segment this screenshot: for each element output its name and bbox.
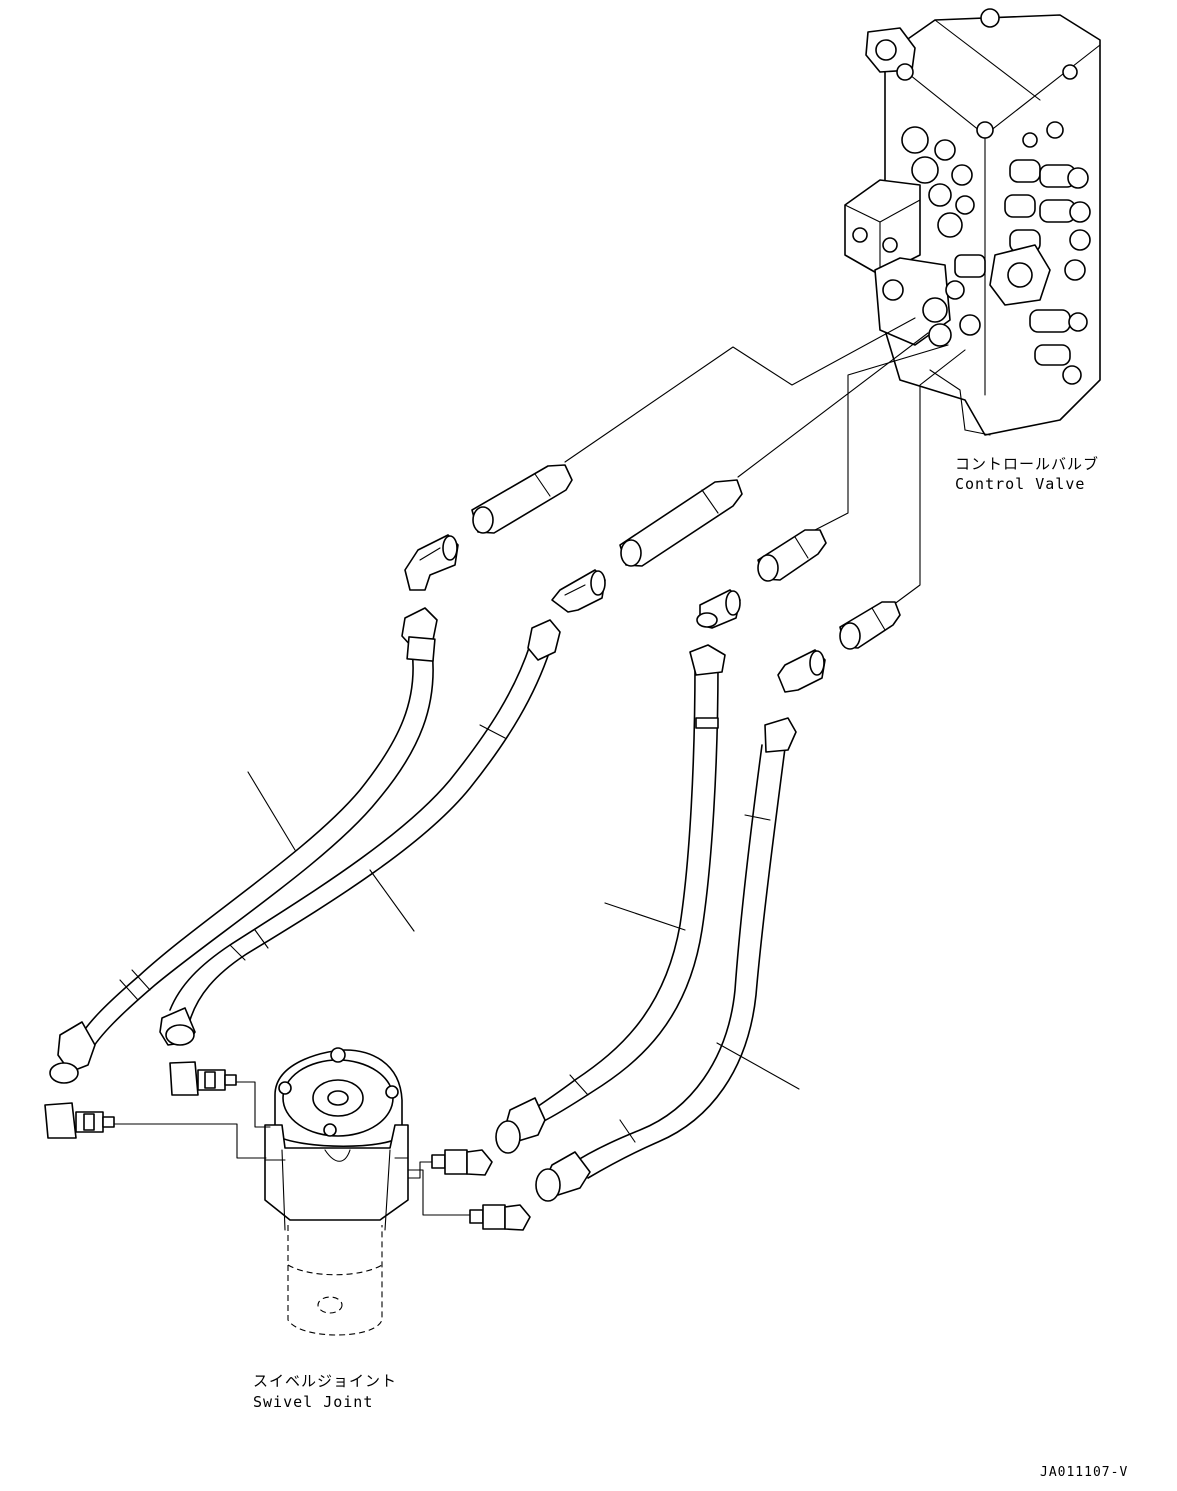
swivel-joint-label-en: Swivel Joint	[253, 1393, 374, 1411]
valve-leader-lines	[564, 317, 966, 606]
swivel-leader-lines	[113, 1081, 471, 1216]
drawing-number: JA011107-V	[1040, 1465, 1129, 1480]
elbow-fitting-4	[777, 649, 826, 693]
hydraulic-hose-b	[159, 619, 561, 1046]
control-valve-label-jp: コントロールバルブ	[955, 455, 1100, 473]
swivel-joint-label-jp: スイベルジョイント	[253, 1372, 398, 1390]
straight-adapter-4	[839, 601, 901, 650]
straight-adapter-1	[471, 464, 573, 534]
elbow-fitting-1	[404, 534, 459, 591]
straight-adapter-2	[619, 479, 743, 567]
hydraulic-hose-c	[495, 644, 726, 1154]
hose-callout-lines	[247, 771, 800, 1090]
swivel-fittings	[44, 1061, 531, 1231]
control-valve-label-en: Control Valve	[955, 475, 1086, 493]
swivel-joint-drawing	[264, 1047, 409, 1336]
elbow-fitting-2	[551, 569, 606, 613]
straight-adapter-3	[757, 529, 827, 582]
hydraulic-hose-d	[535, 717, 797, 1202]
hydraulic-hose-a	[49, 607, 438, 1084]
control-valve-drawing	[844, 8, 1101, 436]
elbow-fitting-3	[696, 589, 741, 629]
